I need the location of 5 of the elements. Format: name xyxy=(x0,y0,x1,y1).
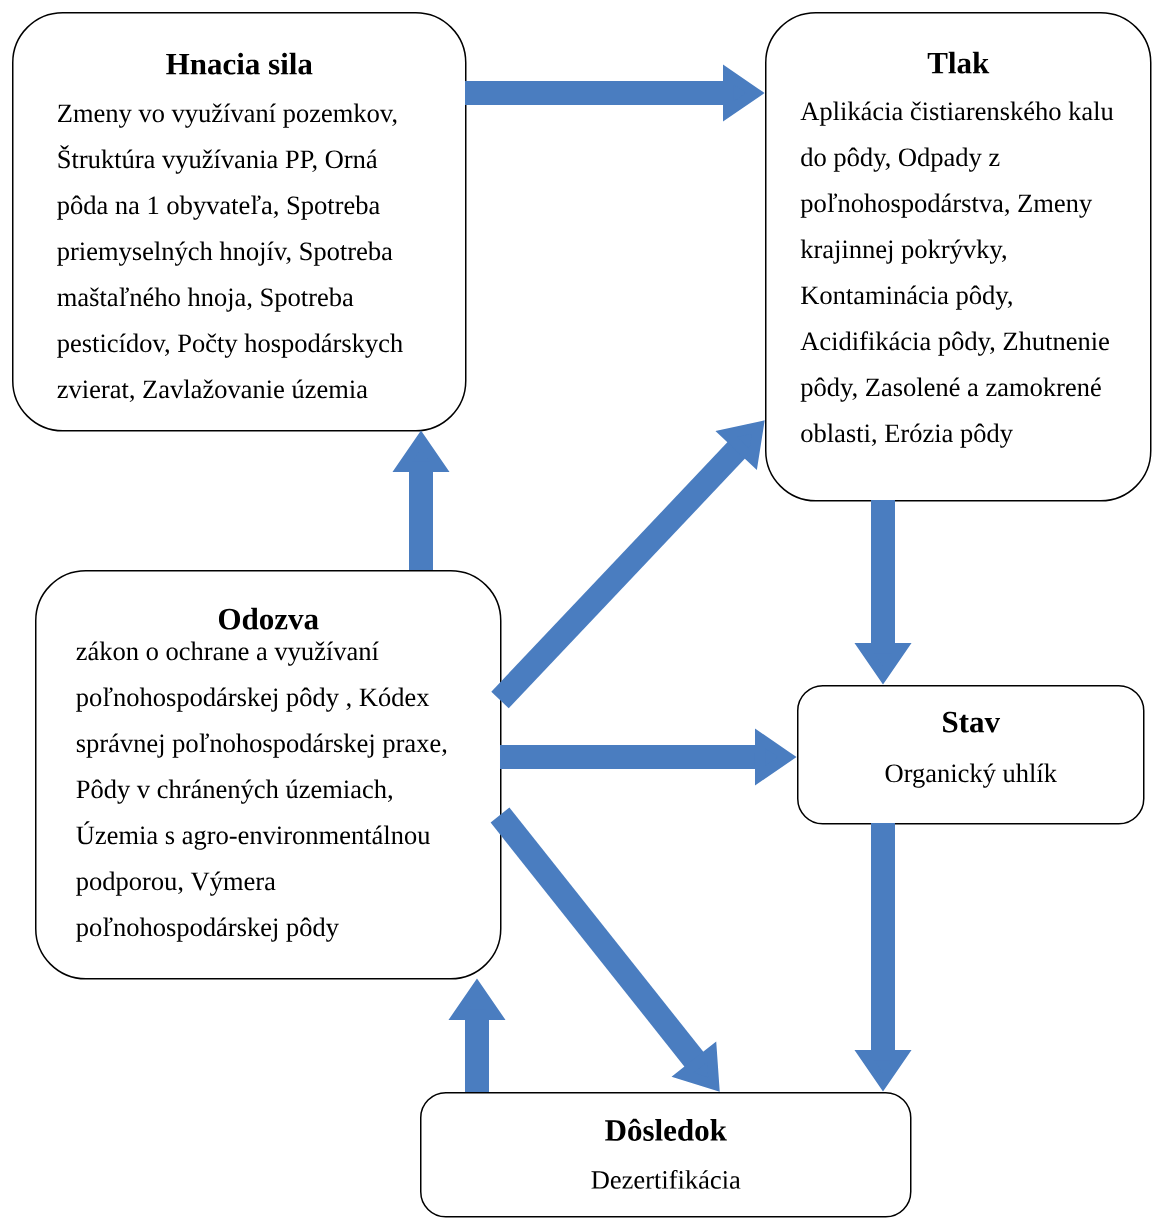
rounded-box: Dôsledok Dezertifikácia xyxy=(420,1092,912,1218)
rounded-box: Tlak Aplikácia čistiarenského kalu do pôdy, Odpady z poľnohospodárstva, Zmeny krajinnej pokrývky, Kontaminácia pôdy, Acidifikácia pôdy, Zhutnenie pôdy, Zasolené a zamokrené oblasti, Erózia pôdy xyxy=(765,12,1152,502)
rounded-box: Stav Organický uhlík xyxy=(797,685,1145,825)
rounded-box: Odozva zákon o ochrane a využívaní poľnohospodárskej pôdy , Kódex správnej poľnohospodárskej praxe, Pôdy v chránených územiach, Územia s agro-environmentálnou podporou, Výmera poľnohospodárskej pôdy xyxy=(35,570,502,980)
rounded-box: Hnacia sila Zmeny vo využívaní pozemkov, Štruktúra využívania PP, Orná pôda na 1 obyvateľa, Spotreba priemyselných hnojív, Spotreba maštaľného hnoja, Spotreba pesticídov, Počty hospodárskych zvierat, Zavlažovanie územia xyxy=(12,12,467,432)
